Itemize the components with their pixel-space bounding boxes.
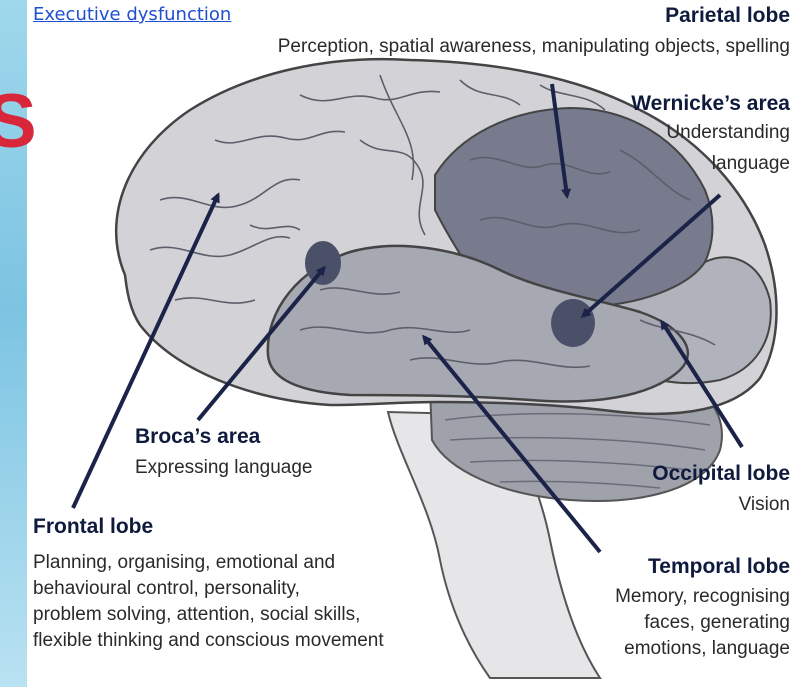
frontal-desc-line: Planning, organising, emotional and — [33, 550, 384, 576]
parietal-lobe-title: Parietal lobe — [665, 4, 790, 28]
frontal-lobe-title: Frontal lobe — [33, 515, 153, 539]
wernicke-area-desc-2: language — [712, 151, 790, 177]
occipital-lobe-title: Occipital lobe — [652, 462, 790, 486]
wernicke-area-desc-1: Understanding — [666, 120, 790, 146]
wernicke-area-marker — [551, 299, 595, 347]
temporal-lobe-title: Temporal lobe — [648, 555, 790, 579]
wernicke-area-title: Wernicke’s area — [631, 92, 790, 116]
broca-area-desc: Expressing language — [135, 455, 312, 481]
frontal-lobe-desc: Planning, organising, emotional and beha… — [33, 550, 384, 654]
parietal-lobe-desc: Perception, spatial awareness, manipulat… — [278, 34, 790, 60]
temporal-desc-line: faces, generating — [615, 610, 790, 636]
frontal-desc-line: flexible thinking and conscious movement — [33, 628, 384, 654]
temporal-lobe-desc: Memory, recognising faces, generating em… — [615, 584, 790, 662]
temporal-desc-line: emotions, language — [615, 636, 790, 662]
frontal-desc-line: behavioural control, personality, — [33, 576, 384, 602]
occipital-lobe-desc: Vision — [739, 492, 790, 518]
frontal-desc-line: problem solving, attention, social skill… — [33, 602, 384, 628]
broca-area-title: Broca’s area — [135, 425, 260, 449]
temporal-desc-line: Memory, recognising — [615, 584, 790, 610]
broca-area-marker — [305, 241, 341, 285]
